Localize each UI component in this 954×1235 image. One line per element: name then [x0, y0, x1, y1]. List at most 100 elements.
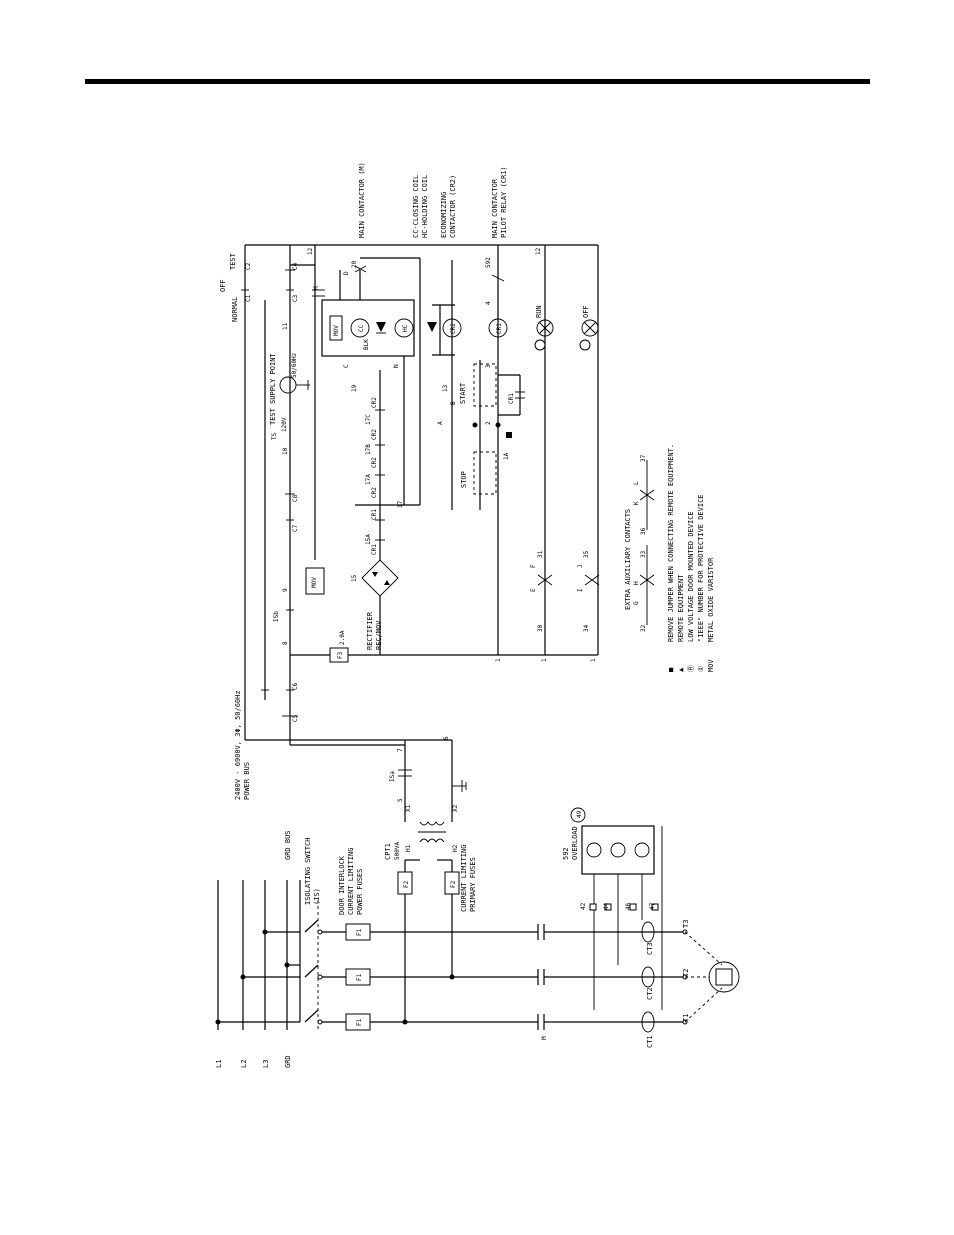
svg-text:I: I [577, 588, 584, 592]
overload-label-1: 592 [562, 847, 570, 860]
svg-text:D: D [343, 271, 350, 275]
hc-label: HC [402, 324, 409, 332]
svg-text:6: 6 [443, 736, 450, 740]
cr2-b: CR2 [371, 457, 378, 468]
x1-label: X1 [405, 804, 412, 812]
svg-text:C3: C3 [292, 294, 299, 302]
svg-text:5: 5 [397, 798, 404, 802]
h2-label: H2 [452, 844, 459, 852]
normal-label: NORMAL [231, 297, 239, 322]
cc-label: CC [358, 324, 365, 332]
legend-symbol-4: MOV [707, 659, 715, 672]
svg-text:13: 13 [442, 384, 449, 392]
svg-text:11: 11 [282, 322, 289, 330]
ct3-label: CT3 [646, 942, 654, 955]
hc-holding-coil-label: HC-HOLDING COIL [421, 175, 429, 238]
svg-text:12: 12 [307, 247, 314, 255]
power-fuses-label-1: CURRENT LIMITING [347, 848, 355, 915]
overload-label-2: OVERLOAD [571, 826, 579, 860]
rotated-labels: MAIN CONTACTOR (M) CC-CLOSING COIL HC-HO… [219, 162, 632, 915]
cr1-a: CR1 [371, 544, 378, 555]
cr1-b: CR1 [371, 509, 378, 520]
f2-b: F2 [450, 880, 457, 888]
svg-text:C2: C2 [245, 262, 252, 270]
v120-label: 120V [281, 417, 288, 432]
svg-text:7: 7 [397, 748, 404, 752]
svg-text:C5: C5 [292, 714, 299, 722]
svg-text:30: 30 [537, 624, 544, 632]
svg-text:4: 4 [485, 301, 492, 305]
cr2-coil: CR2 [450, 323, 457, 334]
svg-text:15A: 15A [365, 534, 372, 545]
svg-text:E: E [530, 588, 537, 592]
l1-label: L1 [215, 1060, 223, 1068]
svg-text:C4: C4 [292, 262, 299, 270]
control-section [241, 244, 655, 746]
ts-label: TS [271, 432, 278, 440]
l3-label: L3 [262, 1060, 270, 1068]
legend: ■ REMOVE JUMPER WHEN CONNECTING REMOTE E… [667, 444, 715, 672]
cr1-start: CR1 [508, 393, 515, 404]
svg-text:C7: C7 [292, 524, 299, 532]
svg-text:C1: C1 [245, 294, 252, 302]
svg-text:20: 20 [351, 260, 358, 268]
svg-text:2: 2 [485, 421, 492, 425]
run-label: RUN [535, 305, 543, 318]
svg-text:N: N [393, 364, 400, 368]
x2-label: X2 [452, 804, 459, 812]
svg-text:9: 9 [282, 588, 289, 592]
svg-text:15: 15 [351, 574, 358, 582]
svg-text:17B: 17B [365, 444, 372, 455]
phase-labels: L1 L2 L3 GRD T1 T2 T3 CT1 CT2 CT3 M [215, 920, 690, 1068]
svg-text:1: 1 [495, 658, 502, 662]
svg-text:1: 1 [590, 658, 597, 662]
svg-text:33: 33 [640, 550, 647, 558]
svg-text:19: 19 [351, 384, 358, 392]
economizing-label-2: CONTACTOR (CR2) [449, 175, 457, 238]
hz-label: 50/60Hz [291, 352, 298, 378]
t2-label: T2 [682, 969, 690, 977]
cr1-coil: CR1 [496, 323, 503, 334]
economizing-label-1: ECONOMIZING [440, 192, 448, 238]
svg-text:46: 46 [625, 902, 632, 910]
fuse-2a-label: 2.0A [339, 630, 346, 645]
cr2-d: CR2 [371, 397, 378, 408]
main-contactor-label: MAIN CONTACTOR (M) [358, 162, 366, 238]
f2-a: F2 [403, 880, 410, 888]
svg-text:47: 47 [649, 902, 656, 910]
l2-label: L2 [240, 1060, 248, 1068]
svg-text:K: K [633, 501, 640, 505]
svg-text:17: 17 [397, 500, 404, 508]
isb-label: ISb [273, 611, 280, 622]
h1-label: H1 [405, 844, 412, 852]
svg-text:42: 42 [580, 902, 587, 910]
svg-text:C6: C6 [292, 682, 299, 690]
power-fuses-label-2: POWER FUSES [356, 869, 364, 915]
isolating-switch-label-2: (IS) [313, 888, 321, 905]
svg-text:44: 44 [603, 902, 610, 910]
svg-text:17A: 17A [365, 474, 372, 485]
primary-fuses-label-1: CURRENT LIMITING [460, 845, 468, 912]
legend-text-4: METAL OXIDE VARISTOR [707, 557, 715, 642]
t3-label: T3 [682, 920, 690, 928]
device-labels: F1 F1 F1 F2 F2 F3 CC HC CR1 CR2 MOV MOV … [273, 323, 515, 1026]
svg-text:3: 3 [485, 364, 492, 368]
svg-text:34: 34 [583, 624, 590, 632]
wire-numbers: 1 1 1 2 3 4 5 6 7 8 9 10 11 12 12 13 15 … [245, 247, 656, 910]
pilot-relay-label-1: MAIN CONTACTOR [491, 178, 499, 238]
blk-label: BLK [363, 339, 370, 350]
svg-text:35: 35 [583, 550, 590, 558]
isa-label: ISa [389, 771, 396, 782]
header-rule [85, 79, 870, 84]
svg-text:12: 12 [535, 247, 542, 255]
cr2-a: CR2 [371, 487, 378, 498]
svg-text:M: M [313, 286, 320, 290]
svg-text:A: A [437, 421, 444, 425]
svg-text:1: 1 [541, 658, 548, 662]
test-supply-label: TEST SUPPLY POINT [269, 353, 277, 425]
f3-label: F3 [337, 651, 344, 659]
svg-text:H: H [633, 581, 640, 585]
legend-symbol-3: ① [697, 666, 705, 672]
off-label: OFF [219, 279, 227, 292]
